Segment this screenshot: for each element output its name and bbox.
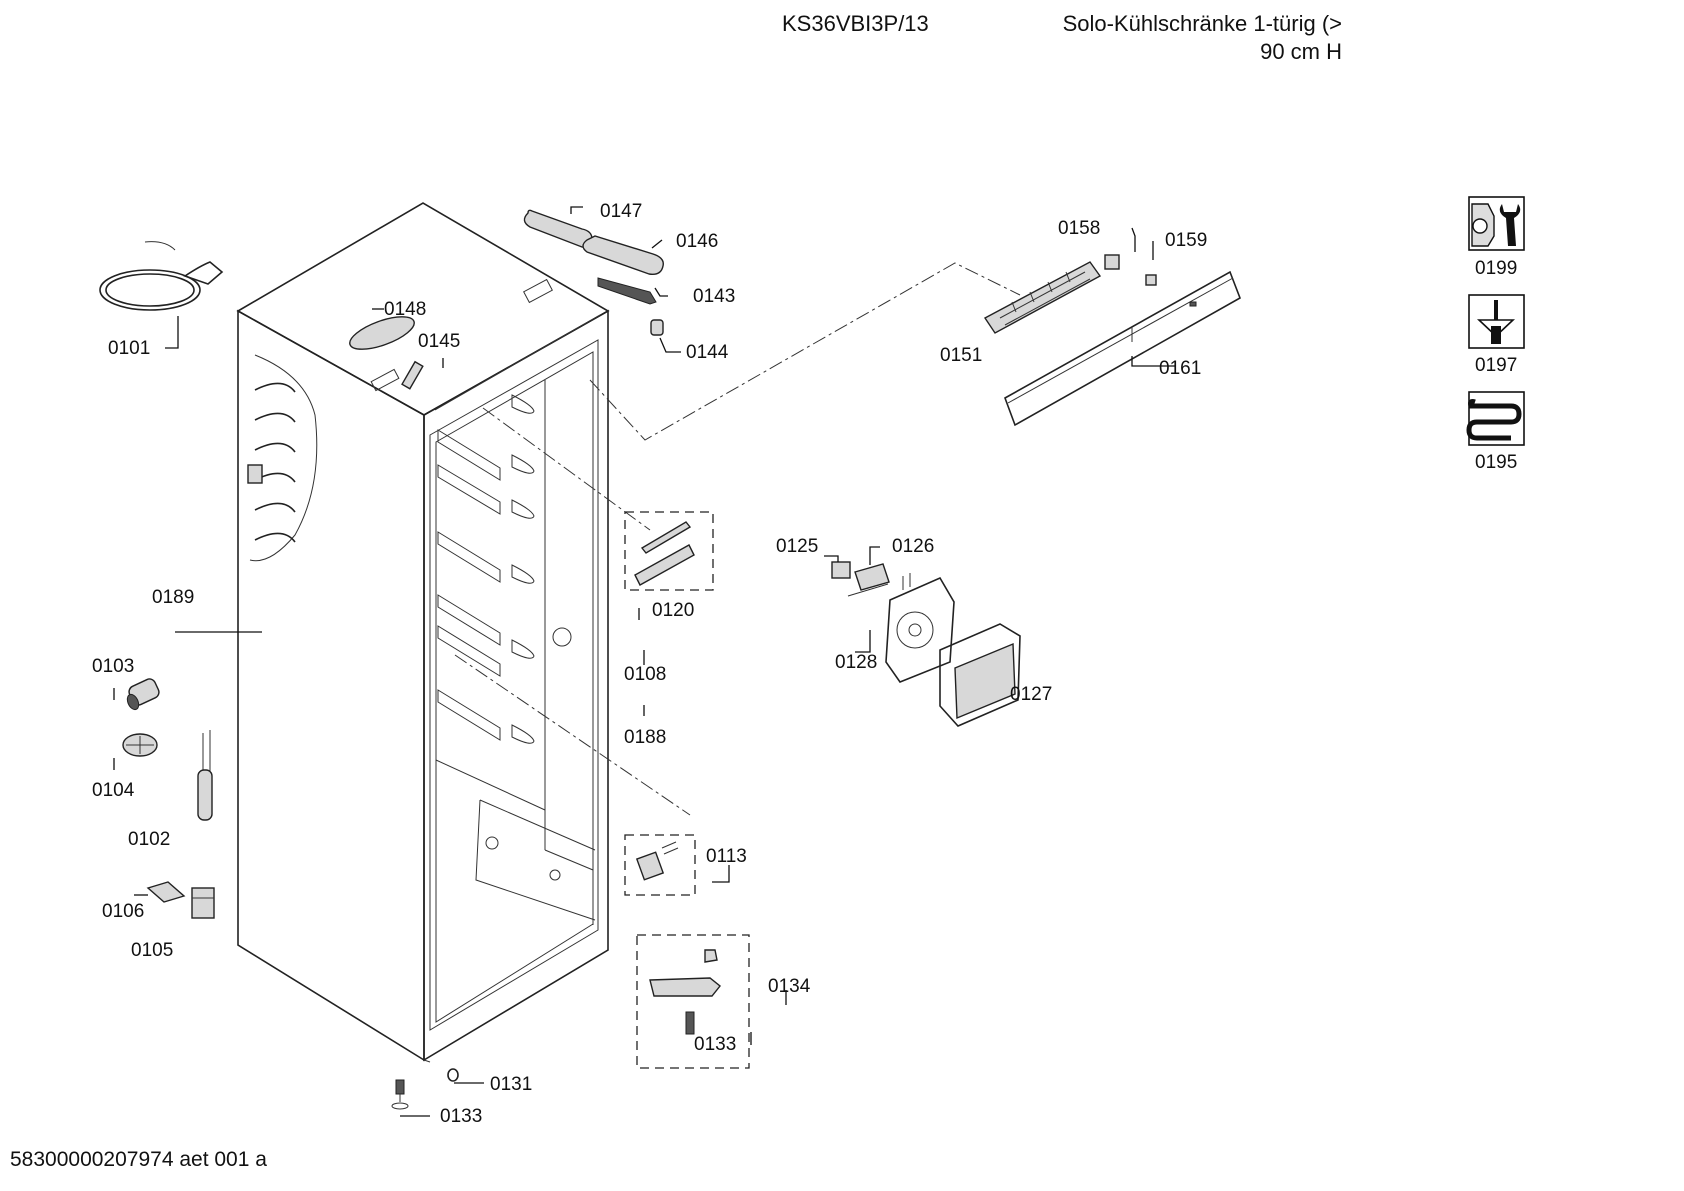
leader-0151: [589, 262, 1021, 441]
part-0147: [523, 209, 593, 249]
label-0146: 0146: [676, 231, 718, 252]
part-0144: [650, 319, 664, 336]
part-0159: [1145, 274, 1157, 286]
part-0128: [885, 573, 955, 683]
label-0106: 0106: [102, 901, 144, 922]
part-0120: [634, 521, 695, 586]
model-number: KS36VBI3P/13: [782, 11, 929, 36]
part-0104: [122, 733, 158, 757]
part-0113: [635, 841, 679, 881]
group-box-0113: [624, 834, 696, 896]
label-0103: 0103: [92, 656, 134, 677]
label-0144: 0144: [686, 342, 729, 363]
label-0147: 0147: [600, 201, 642, 222]
group-box-0134: [636, 934, 750, 1069]
part-0105: [191, 887, 215, 919]
leader-0120: [482, 407, 651, 531]
label-0188: 0188: [624, 727, 666, 748]
label-0125: 0125: [776, 536, 818, 557]
part-0133-screw: [391, 1079, 409, 1110]
label-0131: 0131: [490, 1074, 532, 1095]
screwdriver-icon: [1468, 294, 1525, 349]
part-0158: [1104, 254, 1120, 270]
label-0133-group: 0133: [694, 1034, 736, 1055]
product-category-line1: Solo-Kühlschränke 1-türig (>: [1062, 11, 1342, 36]
label-0126: 0126: [892, 536, 934, 557]
part-0126: [847, 563, 890, 597]
evaporator-coil-icon: [1466, 391, 1525, 446]
product-category-line2: 90 cm H: [1260, 39, 1342, 64]
part-0127: [939, 623, 1021, 727]
label-0197: 0197: [1475, 355, 1517, 376]
part-0134: [649, 949, 721, 1035]
label-0101: 0101: [108, 338, 150, 359]
label-0148: 0148: [384, 299, 426, 320]
cabinet-body: [236, 202, 610, 1063]
label-0105: 0105: [131, 940, 173, 961]
label-0120: 0120: [652, 600, 694, 621]
label-0151: 0151: [940, 345, 982, 366]
label-0104: 0104: [92, 780, 135, 801]
label-0145: 0145: [418, 331, 460, 352]
part-0125: [831, 561, 851, 579]
part-0106: [146, 881, 186, 903]
leader-0113: [454, 654, 691, 816]
label-leaders: [113, 206, 1175, 1117]
document-id: 58300000207974 aet 001 a: [10, 1148, 267, 1171]
part-0148: [349, 316, 415, 350]
label-0199: 0199: [1475, 258, 1517, 279]
part-0131: [447, 1068, 459, 1082]
part-0161: [1004, 270, 1241, 427]
part-0103: [126, 678, 160, 711]
label-0158: 0158: [1058, 218, 1100, 239]
label-0195: 0195: [1475, 452, 1517, 473]
label-0161: 0161: [1159, 358, 1201, 379]
label-0108: 0108: [624, 664, 666, 685]
product-category: Solo-Kühlschränke 1-türig (> 90 cm H: [1030, 10, 1342, 66]
part-0146: [582, 235, 664, 276]
label-0128: 0128: [835, 652, 877, 673]
part-0143: [597, 277, 657, 305]
part-0102: [197, 730, 213, 821]
tools-wrench-nut-icon: [1468, 196, 1525, 251]
label-0133-bottom: 0133: [440, 1106, 482, 1127]
group-box-0120: [624, 511, 714, 591]
part-0145: [401, 360, 424, 390]
label-0189: 0189: [152, 587, 194, 608]
part-0101-cable: [99, 241, 224, 311]
label-0134: 0134: [768, 976, 811, 997]
part-0151: [983, 261, 1102, 334]
label-0143: 0143: [693, 286, 735, 307]
label-0113: 0113: [706, 846, 747, 867]
label-0159: 0159: [1165, 230, 1207, 251]
label-0127: 0127: [1010, 684, 1052, 705]
label-0102: 0102: [128, 829, 170, 850]
